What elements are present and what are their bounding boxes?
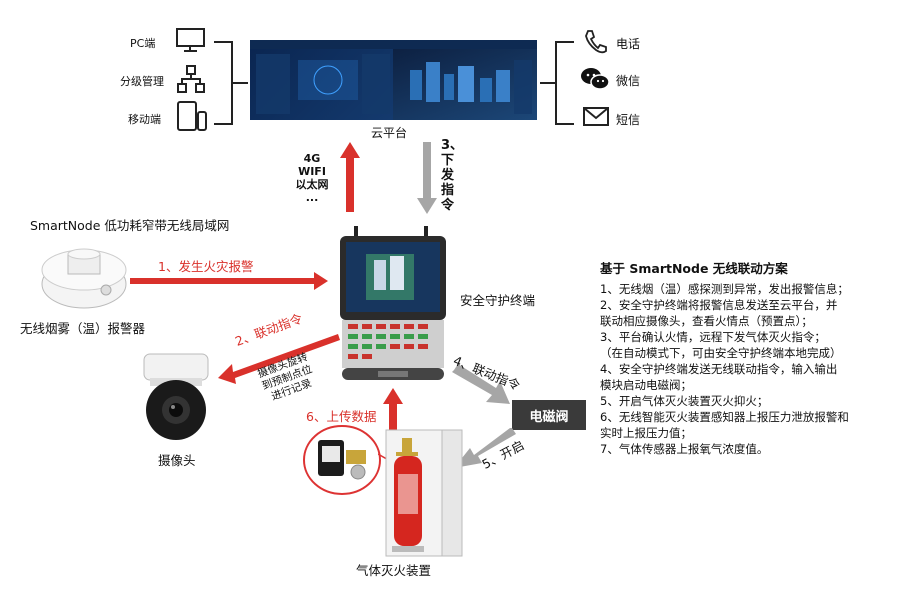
safety-terminal-device (338, 226, 448, 382)
scheme-line: 模块启动电磁阀； (600, 378, 692, 392)
pressure-sensor-inset (303, 425, 381, 495)
scheme-steps: 1、无线烟（温）感探测到异常，发出报警信息； 2、安全守护终端将报警信息发送至云… (600, 281, 896, 457)
step6-label: 6、上传数据 (306, 409, 377, 424)
left-item-pc: PC端 (130, 37, 156, 50)
step6-arrow (383, 388, 403, 432)
upload-arrow (340, 142, 360, 212)
scheme-line: 1、无线烟（温）感探测到异常，发出报警信息； (600, 282, 849, 296)
network-label-ethernet: 以太网 (295, 178, 329, 191)
dashboard-decor (250, 40, 537, 114)
dome-camera-device (143, 353, 209, 440)
network-label-4g: 4G (303, 152, 321, 165)
smoke-sensor-device (41, 248, 127, 309)
step2-arrow (218, 334, 340, 384)
scheme-line: 6、无线智能灭火装置感知器上报压力泄放报警和 (600, 410, 849, 424)
extinguisher-label: 气体灭火装置 (356, 563, 432, 578)
network-title: SmartNode 低功耗窄带无线局域网 (30, 218, 230, 233)
command-down-arrow (417, 142, 437, 214)
terminal-body (340, 226, 446, 380)
right-item-wechat: 微信 (616, 74, 641, 88)
scheme-line: （在自动模式下，可由安全守护终端本地完成） (600, 346, 842, 360)
valve-label: 电磁阀 (529, 409, 569, 425)
sms-envelope-icon (583, 107, 609, 126)
gas-extinguisher-cabinet (385, 429, 463, 557)
scheme-line: 联动相应摄像头，查看火情点（预置点）； (600, 314, 813, 328)
network-label-more: ... (305, 191, 319, 204)
scheme-line: 3、平台确认火情，远程下发气体灭火指令； (600, 330, 826, 344)
left-item-grading: 分级管理 (120, 75, 164, 88)
scheme-line: 5、开启气体灭火装置灭火抑火； (600, 394, 769, 408)
step5-arrow (454, 428, 516, 468)
hierarchy-icon (177, 65, 205, 93)
step1-label: 1、发生火灾报警 (158, 259, 254, 274)
right-bracket (540, 41, 574, 125)
mobile-devices-icon (177, 101, 207, 131)
left-bracket (214, 41, 248, 125)
camera-label: 摄像头 (158, 453, 196, 468)
scheme-line: 7、气体传感器上报氧气浓度值。 (600, 442, 769, 456)
solenoid-valve-box: 电磁阀 (512, 400, 586, 430)
phone-icon (585, 30, 607, 54)
cloud-dashboard-screenshot (250, 40, 537, 120)
scheme-line: 2、安全守护终端将报警信息发送至云平台，并 (600, 298, 838, 312)
network-label-wifi: WIFI (298, 165, 326, 178)
terminal-label: 安全守护终端 (460, 293, 536, 308)
scheme-line: 实时上报压力值； (600, 426, 692, 440)
pc-monitor-icon (176, 28, 205, 52)
step4-arrow (452, 364, 510, 404)
step1-arrow (130, 272, 328, 290)
right-item-sms: 短信 (616, 113, 641, 127)
cloud-title: 云平台 (371, 126, 408, 140)
scheme-line: 4、安全守护终端发送无线联动指令，输入输出 (600, 362, 838, 376)
down-command-label: 3、下发指令 (441, 138, 464, 213)
smoke-sensor-label: 无线烟雾（温）报警器 (20, 321, 146, 336)
wechat-icon (581, 68, 610, 90)
right-item-phone: 电话 (616, 37, 641, 51)
left-item-mobile: 移动端 (128, 113, 161, 126)
network-labels: 4G WIFI 以太网 ... (292, 152, 332, 204)
scheme-title: 基于 SmartNode 无线联动方案 (600, 261, 788, 276)
